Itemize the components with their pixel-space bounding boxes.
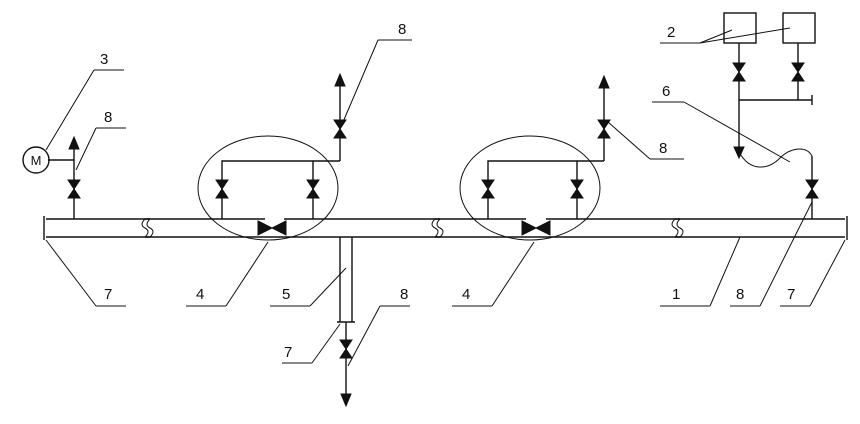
main-pipe [43,216,848,240]
callout-7-left: 7 [104,286,112,303]
callout-7-branch: 7 [284,344,292,361]
tank-feed [723,12,819,219]
tank-left-icon [723,12,757,44]
callout-3: 3 [100,51,108,68]
callout-8-top-right: 8 [659,140,667,157]
callout-8-gauge: 8 [104,109,112,126]
joint-valve-right [521,220,551,236]
callout-8-branch: 8 [400,286,408,303]
callout-5: 5 [282,286,290,303]
branch-pipe [337,237,355,408]
callout-4-left: 4 [196,286,204,303]
callout-1: 1 [672,286,680,303]
callouts: 1 2 3 4 4 5 6 7 7 7 [45,21,846,367]
tank-right-icon [782,12,816,44]
callout-6: 6 [662,83,670,100]
callout-2: 2 [667,24,675,41]
joint-valve-left [257,220,287,236]
bypass-right [459,74,611,241]
callout-4-right: 4 [462,286,470,303]
bypass-left [197,72,347,241]
callout-8-right-end: 8 [736,286,744,303]
callout-7-right: 7 [787,286,795,303]
callout-8-top-mid: 8 [398,21,406,38]
pressure-gauge-icon [22,146,50,174]
gauge-branch: M [22,135,81,219]
gauge-letter: M [31,153,42,168]
